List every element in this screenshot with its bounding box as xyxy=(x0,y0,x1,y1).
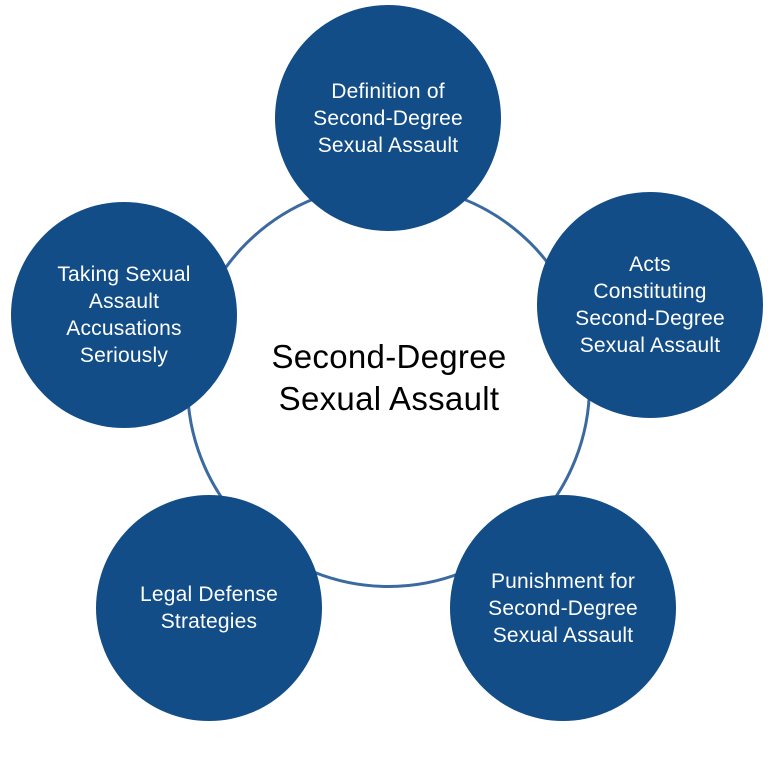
node-legal-defense: Legal Defense Strategies xyxy=(96,495,322,721)
center-title: Second-Degree Sexual Assault xyxy=(200,336,578,420)
node-definition: Definition of Second-Degree Sexual Assau… xyxy=(275,5,501,231)
node-label-line: Legal Defense xyxy=(139,583,279,606)
node-punishment: Punishment for Second-Degree Sexual Assa… xyxy=(450,495,676,721)
node-label-line: Second-Degree xyxy=(575,307,725,330)
node-label-line: Sexual Assault xyxy=(579,334,721,357)
center-title-line: Second-Degree xyxy=(271,338,507,375)
node-label-line: Sexual Assault xyxy=(317,133,459,157)
node-label: Punishment for Second-Degree Sexual Assa… xyxy=(488,568,638,649)
node-label: Definition of Second-Degree Sexual Assau… xyxy=(313,78,463,159)
node-acts-constituting: Acts Constituting Second-Degree Sexual A… xyxy=(537,192,763,418)
node-label-line: Definition of xyxy=(331,79,445,103)
node-label-line: Accusations xyxy=(66,317,182,340)
node-label-line: Second-Degree xyxy=(488,596,638,620)
node-taking-seriously: Taking Sexual Assault Accusations Seriou… xyxy=(11,202,237,428)
node-label-line: Taking Sexual xyxy=(57,263,191,286)
node-label: Acts Constituting Second-Degree Sexual A… xyxy=(575,251,725,359)
node-label-line: Seriously xyxy=(79,344,169,367)
node-label-line: Sexual Assault xyxy=(492,623,634,647)
node-label-line: Second-Degree xyxy=(313,106,463,130)
node-label-line: Strategies xyxy=(160,610,258,633)
node-label-line: Assault xyxy=(88,290,160,313)
node-label: Taking Sexual Assault Accusations Seriou… xyxy=(57,261,190,369)
node-label-line: Acts xyxy=(629,253,671,276)
center-title-line: Sexual Assault xyxy=(278,380,500,417)
node-label: Legal Defense Strategies xyxy=(140,581,278,635)
node-label-line: Punishment for xyxy=(490,569,636,593)
node-label-line: Constituting xyxy=(593,280,707,303)
